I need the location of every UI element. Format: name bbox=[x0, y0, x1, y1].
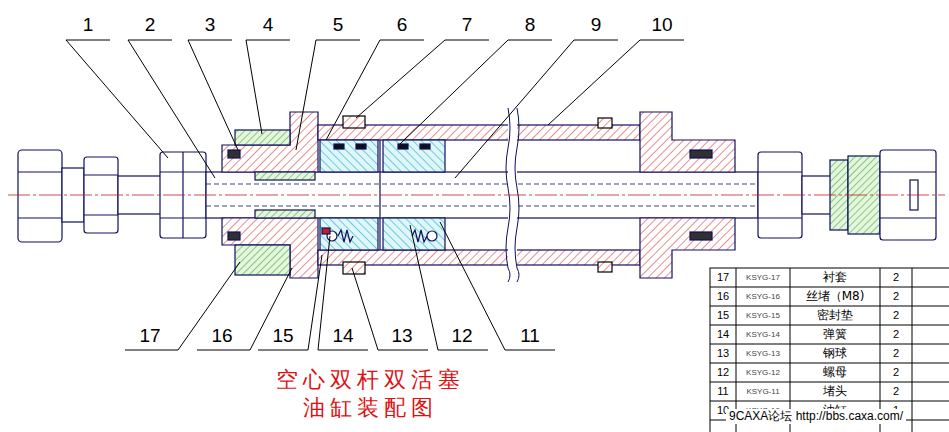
callout-number: 5 bbox=[318, 15, 358, 36]
callout-number: 14 bbox=[323, 326, 363, 347]
callout-number: 10 bbox=[642, 15, 682, 36]
table-cell: 2 bbox=[880, 325, 912, 344]
table-cell: 螺母 bbox=[790, 363, 880, 382]
table-cell: KSYG-15 bbox=[736, 306, 790, 325]
table-cell: 11 bbox=[710, 382, 736, 401]
callout-number: 9 bbox=[576, 15, 616, 36]
callout-number: 12 bbox=[442, 326, 482, 347]
parts-table bbox=[710, 268, 949, 432]
table-cell: 12 bbox=[710, 363, 736, 382]
callout-number: 2 bbox=[130, 15, 170, 36]
table-cell: 2 bbox=[880, 306, 912, 325]
table-cell: KSYG-11 bbox=[736, 382, 790, 401]
table-cell: 弹簧 bbox=[790, 325, 880, 344]
callout-number: 16 bbox=[202, 326, 242, 347]
table-cell: 衬套 bbox=[790, 268, 880, 287]
table-cell: 16 bbox=[710, 287, 736, 306]
table-cell: 2 bbox=[880, 382, 912, 401]
table-cell: KSYG-12 bbox=[736, 363, 790, 382]
table-cell: 2 bbox=[880, 344, 912, 363]
watermark: 9CAXA论坛 http://bbs.caxa.com/ bbox=[726, 409, 906, 424]
table-cell: 堵头 bbox=[790, 382, 880, 401]
table-cell: 丝堵（M8) bbox=[790, 287, 880, 306]
table-cell: 2 bbox=[880, 287, 912, 306]
table-cell: 钢球 bbox=[790, 344, 880, 363]
table-cell: 密封垫 bbox=[790, 306, 880, 325]
callout-number: 4 bbox=[248, 15, 288, 36]
callout-number: 15 bbox=[263, 326, 303, 347]
table-cell: KSYG-17 bbox=[736, 268, 790, 287]
callout-number: 6 bbox=[382, 15, 422, 36]
table-cell: 2 bbox=[880, 268, 912, 287]
table-cell: 2 bbox=[880, 363, 912, 382]
leader-lines bbox=[66, 40, 684, 350]
table-cell: 14 bbox=[710, 325, 736, 344]
callout-number: 3 bbox=[190, 15, 230, 36]
table-cell: KSYG-16 bbox=[736, 287, 790, 306]
callout-number: 1 bbox=[68, 15, 108, 36]
table-cell: 17 bbox=[710, 268, 736, 287]
drawing-title: 空心双杆双活塞 油缸装配图 bbox=[268, 366, 473, 422]
table-cell: 15 bbox=[710, 306, 736, 325]
table-cell: 13 bbox=[710, 344, 736, 363]
callout-number: 11 bbox=[510, 326, 550, 347]
callout-number: 13 bbox=[382, 326, 422, 347]
callout-number: 7 bbox=[447, 15, 487, 36]
callout-number: 8 bbox=[510, 15, 550, 36]
table-cell: KSYG-13 bbox=[736, 344, 790, 363]
table-cell: KSYG-14 bbox=[736, 325, 790, 344]
center-line bbox=[8, 195, 945, 196]
callout-number: 17 bbox=[130, 326, 170, 347]
